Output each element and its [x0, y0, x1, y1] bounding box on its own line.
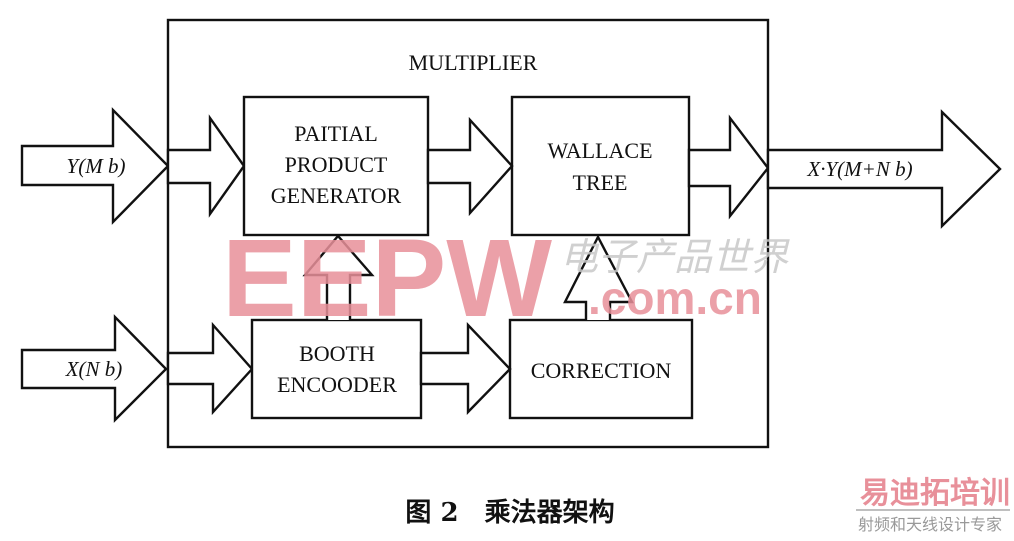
correction-block: [508, 318, 694, 420]
booth-label-1: BOOTH: [299, 341, 375, 366]
wallace-to-edge-arrow: [687, 114, 770, 220]
ppg-label-1: PAITIAL: [294, 121, 378, 146]
ppg-label-2: PRODUCT: [285, 152, 388, 177]
correction-to-wallace-arrow: [563, 234, 634, 320]
ppg-block: [242, 95, 430, 237]
input-x-arrow: [20, 314, 168, 423]
ppg-to-wallace-arrow: [426, 116, 514, 217]
correction-label: CORRECTION: [531, 358, 672, 383]
watermark-brand: EEPW: [222, 217, 552, 340]
eepw-watermark: EEPW .com.cn 电子产品世界: [222, 217, 790, 340]
booth-label-2: ENCOODER: [277, 372, 397, 397]
watermark-chinese: 电子产品世界: [560, 235, 790, 279]
output-label: X·Y(M+N b): [806, 157, 912, 181]
logo-main: 易迪拓培训: [860, 476, 1010, 511]
arrow-to-ppg: [166, 114, 246, 218]
output-arrow: [766, 109, 1002, 229]
wallace-label-1: WALLACE: [547, 138, 652, 163]
watermark-domain: .com.cn: [588, 272, 762, 324]
figure-caption: 图 2 乘法器架构: [405, 498, 614, 528]
wallace-label-2: TREE: [573, 170, 628, 195]
edatop-logo: 易迪拓培训 射频和天线设计专家: [856, 476, 1010, 534]
input-y-arrow: [20, 107, 170, 225]
multiplier-title: MULTIPLIER: [409, 50, 538, 75]
input-x-label: X(N b): [65, 357, 123, 381]
ppg-label-3: GENERATOR: [271, 183, 402, 208]
booth-to-correction-arrow: [419, 322, 512, 415]
booth-to-ppg-arrow: [302, 234, 375, 320]
wallace-block: [510, 95, 691, 237]
input-y-label: Y(M b): [67, 154, 126, 178]
logo-sub: 射频和天线设计专家: [858, 515, 1002, 534]
arrow-to-booth: [166, 321, 254, 416]
